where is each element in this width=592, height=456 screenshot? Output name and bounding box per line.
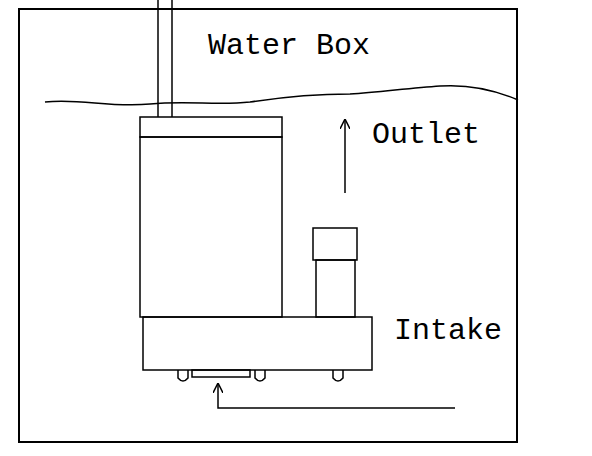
flow-label: Outlet bbox=[372, 119, 480, 152]
cable bbox=[171, 0, 173, 117]
intake-grid bbox=[192, 370, 250, 377]
flow-label: Intake bbox=[394, 315, 502, 348]
intake-arrow bbox=[218, 384, 455, 408]
pump-foot bbox=[333, 370, 343, 381]
water-box: Water Box bbox=[18, 8, 518, 443]
box-title: Water Box bbox=[208, 30, 370, 63]
pump-foot bbox=[255, 370, 265, 381]
outlet-spout bbox=[313, 228, 357, 260]
cable bbox=[157, 0, 159, 117]
pump-base bbox=[143, 317, 372, 370]
water-surface bbox=[45, 86, 518, 105]
pump-foot bbox=[178, 370, 188, 381]
pump-body bbox=[140, 137, 282, 317]
pump-cap bbox=[140, 117, 282, 137]
outlet-arrow bbox=[344, 120, 346, 193]
outlet-spout bbox=[316, 260, 355, 317]
